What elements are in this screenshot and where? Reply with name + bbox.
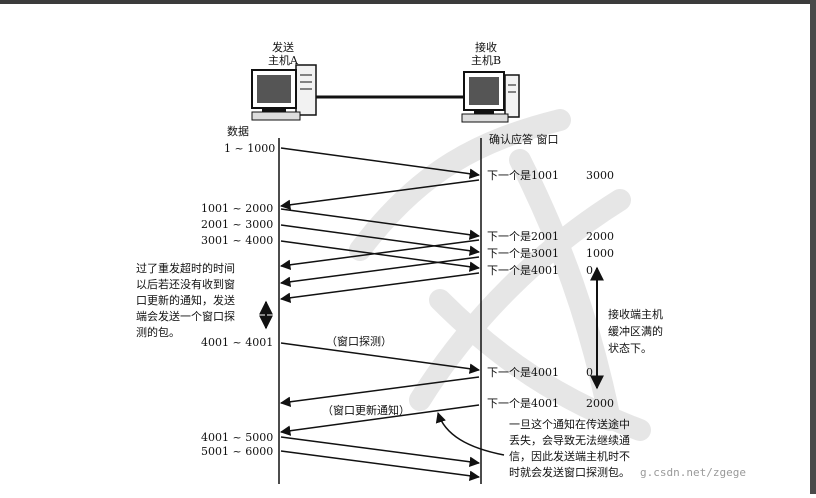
timeout-note-line1: 过了重发超时的时间 — [136, 261, 235, 275]
arrow-a-to-b-5 — [280, 436, 481, 467]
arrow-a-to-b-6 — [280, 450, 481, 481]
range-1001-2000: 1001 ~ 2000 — [201, 202, 273, 215]
data-column-header: 数据 — [227, 124, 249, 138]
ack-next-4001-b: 下一个是4001 — [487, 366, 559, 379]
ack-next-1001: 下一个是1001 — [487, 169, 559, 182]
lost-notification-annotation: 一旦这个通知在传送途中 丢失，会导致无法继续通 信，因此发送端主机时不 时就会发… — [509, 417, 630, 479]
ack-window-0-a: 0 — [586, 264, 593, 277]
timeout-note-line3: 口更新的通知，发送 — [136, 293, 235, 307]
ack-next-4001-a: 下一个是4001 — [487, 264, 559, 277]
range-1-1000: 1 ~ 1000 — [224, 142, 275, 155]
ack-next-2001: 下一个是2001 — [487, 230, 559, 243]
lost-note-line2: 丢失，会导致无法继续通 — [509, 433, 630, 447]
arrow-b-to-a-1 — [279, 179, 480, 210]
arrow-b-to-a-4 — [279, 272, 480, 303]
ack-window-0-b: 0 — [586, 366, 593, 379]
arrow-a-to-b-probe — [280, 342, 481, 374]
ack-window-1000: 1000 — [586, 247, 614, 260]
window-probe-label: （窗口探测） — [326, 334, 392, 348]
timeout-note-line4: 端会发送一个窗口探 — [136, 309, 235, 323]
lost-note-line4: 时就会发送窗口探测包。 — [509, 465, 630, 479]
buffer-note-line2: 缓冲区满的 — [608, 324, 663, 338]
ack-window-2000: 2000 — [586, 230, 614, 243]
host-b-label-line2: 主机B — [471, 53, 501, 67]
host-b-label-line1: 接收 — [475, 40, 497, 54]
lost-note-line1: 一旦这个通知在传送途中 — [509, 417, 630, 431]
arrow-a-to-b-3 — [280, 224, 481, 256]
buffer-note-line3: 状态下。 — [608, 341, 652, 355]
timeout-annotation: 过了重发超时的时间 以后若还没有收到窗 口更新的通知，发送 端会发送一个窗口探 … — [136, 261, 235, 339]
window-right-border — [810, 0, 816, 494]
host-a-label-line1: 发送 — [272, 40, 294, 54]
range-4001-5000: 4001 ~ 5000 — [201, 431, 273, 444]
range-2001-3000: 2001 ~ 3000 — [201, 218, 273, 231]
buffer-full-annotation: 接收端主机 缓冲区满的 状态下。 — [608, 307, 663, 355]
ack-next-3001: 下一个是3001 — [487, 247, 559, 260]
arrow-a-to-b-1 — [280, 147, 481, 179]
watermark-strokes — [349, 109, 651, 441]
range-3001-4000: 3001 ~ 4000 — [201, 234, 273, 247]
arrow-b-to-a-update — [279, 376, 480, 407]
timeout-note-line5: 测的包。 — [136, 325, 180, 339]
window-update-label: （窗口更新通知） — [322, 403, 410, 417]
range-4001-4001: 4001 ~ 4001 — [201, 336, 273, 349]
packet-arrows — [279, 147, 481, 481]
arrow-b-to-a-update-2 — [279, 404, 480, 436]
ack-next-4001-c: 下一个是4001 — [487, 397, 559, 410]
window-top-border — [0, 0, 816, 4]
timeout-note-line2: 以后若还没有收到窗 — [136, 277, 235, 291]
ack-window-3000: 3000 — [586, 169, 614, 182]
watermark-url: g.csdn.net/zgege — [640, 466, 746, 479]
arrow-a-to-b-2 — [280, 208, 481, 240]
range-5001-6000: 5001 ~ 6000 — [201, 445, 273, 458]
buffer-note-line1: 接收端主机 — [608, 307, 663, 321]
host-b-computer-icon — [461, 71, 520, 123]
lost-note-line3: 信，因此发送端主机时不 — [509, 449, 630, 463]
ack-window-header: 确认应答 窗口 — [489, 132, 559, 146]
host-a-computer-icon — [251, 64, 317, 121]
arrow-b-to-a-3 — [279, 256, 480, 287]
arrow-a-to-b-4 — [280, 240, 481, 272]
arrow-b-to-a-2 — [279, 239, 480, 270]
ack-window-2000-b: 2000 — [586, 397, 614, 410]
lost-notification-curved-arrow — [435, 411, 505, 456]
host-a-label-line2: 主机A — [268, 53, 299, 67]
